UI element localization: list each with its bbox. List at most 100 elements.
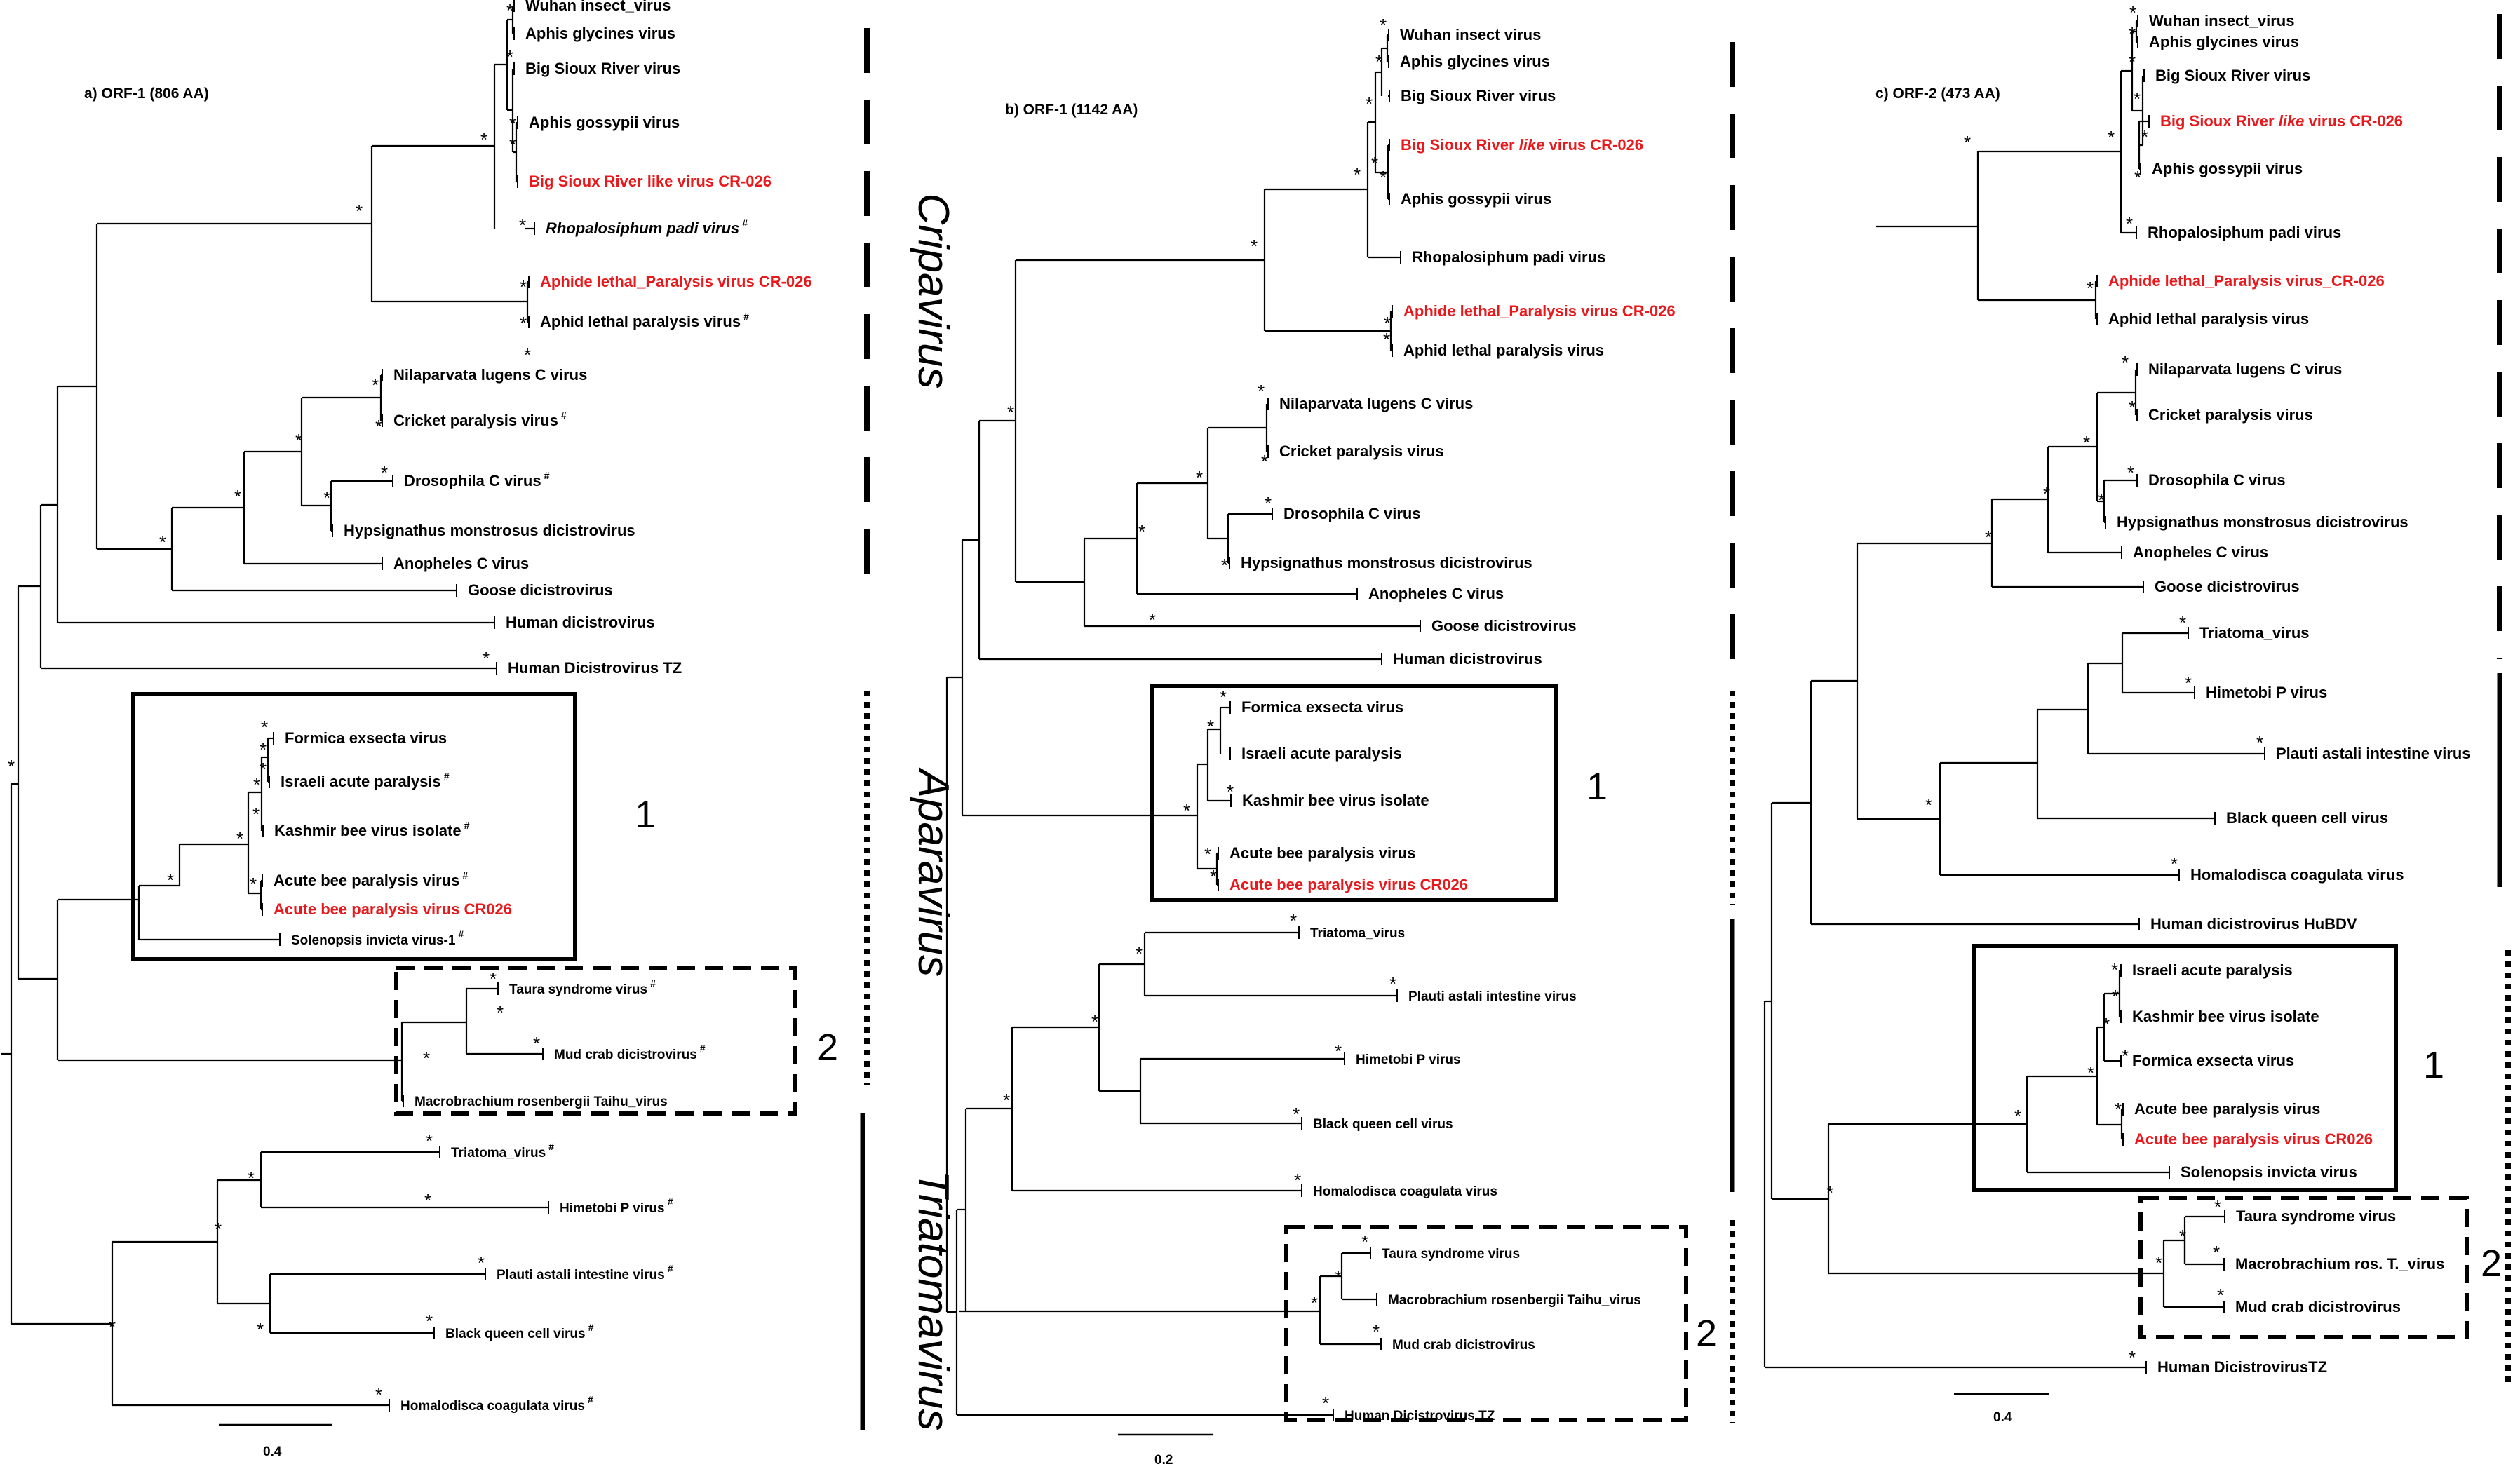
- support-asterisk: *: [2214, 1196, 2221, 1217]
- taxon-label-italic: like: [1519, 136, 1545, 154]
- support-asterisk: *: [260, 759, 267, 780]
- taxon-label: Homalodisca coagulata virus: [1313, 1184, 1497, 1199]
- support-asterisk: *: [1261, 451, 1268, 472]
- support-asterisk: *: [375, 416, 382, 437]
- support-asterisk: *: [381, 462, 388, 483]
- support-asterisk: *: [2098, 489, 2105, 510]
- taxon-label: Big Sioux River like virus CR-026: [2160, 112, 2403, 130]
- taxon-label: Big Sioux River like virus CR-026: [529, 172, 772, 190]
- taxon-label: Aphid lethal paralysis virus: [2108, 310, 2309, 327]
- support-asterisk: *: [2185, 672, 2192, 693]
- taxon-label: Plauti astali intestine virus: [2276, 745, 2471, 762]
- taxon-label: Goose dicistrovirus: [1431, 617, 1577, 635]
- hash-mark: #: [586, 1322, 594, 1333]
- support-asterisk: *: [253, 774, 260, 795]
- taxon-label: Triatoma_virus: [2199, 624, 2310, 642]
- taxon-label: Acute bee paralysis virus CR026: [2134, 1130, 2373, 1148]
- support-asterisk: *: [478, 1252, 485, 1273]
- taxon-label: Rhopalosiphum padi virus: [1412, 248, 1605, 266]
- taxon-label: Aphis gossypii virus: [1401, 190, 1551, 208]
- support-asterisk: *: [2129, 2, 2136, 23]
- taxon-label: Israeli acute paralysis #: [281, 771, 450, 790]
- cluster-2-label: 2: [817, 1027, 838, 1069]
- support-asterisk: *: [506, 0, 513, 21]
- taxon-label: Mud crab dicistrovirus: [1392, 1338, 1535, 1353]
- taxon-label: Anopheles C virus: [1368, 585, 1504, 602]
- support-asterisk: *: [2126, 213, 2133, 234]
- taxon-label: Aphid lethal paralysis virus #: [540, 311, 749, 330]
- support-asterisk: *: [159, 532, 166, 553]
- support-asterisk: *: [1384, 313, 1391, 334]
- support-asterisk: *: [480, 129, 487, 150]
- taxon-label: Mud crab dicistrovirus #: [554, 1043, 706, 1062]
- taxon-label: Macrobrachium rosenbergii Taihu_virus: [1388, 1293, 1641, 1308]
- taxon-label: Black queen cell virus #: [445, 1322, 593, 1341]
- support-asterisk: *: [323, 487, 330, 508]
- hash-mark: #: [647, 977, 656, 989]
- support-asterisk: *: [234, 486, 241, 507]
- hash-mark: #: [665, 1263, 673, 1274]
- taxon-label: Himetobi P virus #: [560, 1196, 673, 1216]
- cluster-1-box: [1972, 944, 2398, 1192]
- aparavirus-label: Aparavirus: [909, 766, 957, 977]
- support-asterisk: *: [372, 374, 379, 395]
- support-asterisk: *: [506, 46, 513, 67]
- taxon-label-part: Big Sioux River: [2160, 112, 2279, 130]
- cluster-1-box: [1150, 684, 1558, 902]
- taxon-label: Big Sioux River virus: [525, 60, 680, 77]
- taxon-label: Aphis gossypii virus: [2152, 160, 2303, 177]
- support-asterisk: *: [257, 1319, 264, 1340]
- panel-title: c) ORF-2 (473 AA): [1875, 86, 2000, 102]
- taxon-label: Solenopsis invicta virus: [2181, 1163, 2357, 1181]
- support-asterisk: *: [1221, 555, 1228, 576]
- taxon-label: Formica exsecta virus: [285, 729, 447, 747]
- taxon-label: Macrobrachium rosenbergii Taihu_virus: [415, 1095, 668, 1109]
- support-asterisk: *: [2083, 432, 2090, 453]
- support-asterisk: *: [1220, 686, 1227, 708]
- support-asterisk: *: [8, 756, 15, 777]
- support-asterisk: *: [483, 648, 490, 669]
- support-asterisk: *: [1149, 609, 1156, 630]
- scale-bar-label: 0.4: [1993, 1410, 2012, 1425]
- support-asterisk: *: [248, 1167, 255, 1189]
- support-asterisk: *: [509, 113, 516, 134]
- support-asterisk: *: [2108, 127, 2115, 148]
- support-asterisk: *: [1335, 1266, 1342, 1287]
- support-asterisk: *: [2103, 1014, 2110, 1035]
- support-asterisk: *: [2087, 278, 2094, 299]
- support-asterisk: *: [2213, 1242, 2220, 1263]
- taxon-label: Kashmir bee virus isolate: [2132, 1008, 2319, 1025]
- taxon-label: Drosophila C virus: [1283, 505, 1421, 522]
- support-asterisk: *: [2134, 88, 2141, 109]
- support-asterisk: *: [1183, 800, 1190, 821]
- support-asterisk: *: [520, 313, 527, 334]
- taxon-label: Taura syndrome virus: [2236, 1207, 2396, 1225]
- taxon-label: Goose dicistrovirus: [468, 581, 613, 599]
- taxon-label: Acute bee paralysis virus CR026: [274, 900, 512, 918]
- support-asterisk: *: [295, 430, 302, 451]
- support-asterisk: *: [1007, 402, 1014, 423]
- cluster-2-box: [1284, 1225, 1688, 1422]
- support-asterisk: *: [1380, 167, 1387, 188]
- support-asterisk: *: [2129, 1347, 2136, 1368]
- panel-title: b) ORF-1 (1142 AA): [1005, 102, 1138, 118]
- support-asterisk: *: [2129, 23, 2136, 44]
- support-asterisk: *: [1964, 132, 1971, 153]
- taxon-label: Anopheles C virus: [2133, 543, 2268, 561]
- support-asterisk: *: [1227, 781, 1234, 802]
- support-asterisk: *: [2129, 51, 2136, 72]
- support-asterisk: *: [375, 1384, 382, 1405]
- support-asterisk: *: [1373, 1321, 1380, 1342]
- taxon-label: Human Dicistrovirus TZ: [1345, 1409, 1495, 1423]
- support-asterisk: *: [1290, 910, 1297, 931]
- taxon-label: Kashmir bee virus isolate: [1242, 792, 1429, 809]
- support-asterisk: *: [260, 739, 267, 760]
- taxon-label: Acute bee paralysis virus: [1229, 844, 1415, 862]
- hash-mark: #: [441, 771, 450, 782]
- support-asterisk: *: [1366, 93, 1373, 114]
- cluster-1-label: 1: [2423, 1044, 2444, 1086]
- support-asterisk: *: [2115, 1099, 2122, 1120]
- taxon-label: Hypsignathus monstrosus dicistrovirus: [1241, 554, 1532, 571]
- support-asterisk: *: [236, 828, 243, 849]
- cluster-1-label: 1: [1586, 766, 1608, 808]
